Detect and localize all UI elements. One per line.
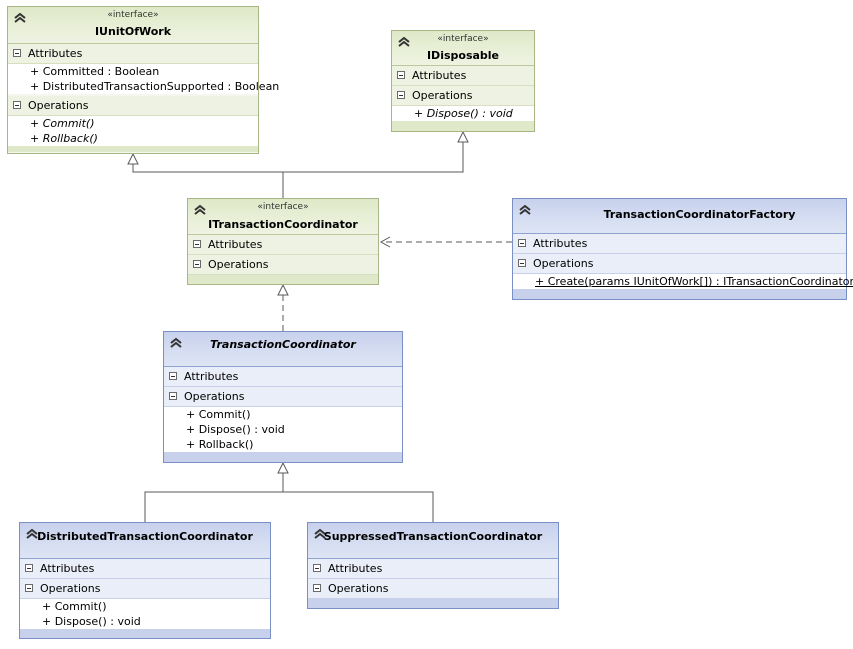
- section-label: Attributes: [184, 370, 239, 383]
- operations-section-header[interactable]: Operations: [308, 579, 558, 599]
- operation-item[interactable]: + Create(params IUnitOfWork[]) : ITransa…: [513, 274, 853, 289]
- class-idisposable[interactable]: «interface» IDisposable Attributes Opera…: [391, 30, 535, 132]
- class-header: TransactionCoordinatorFactory: [513, 199, 846, 234]
- section-label: Operations: [533, 257, 594, 270]
- class-name: TransactionCoordinatorFactory: [603, 208, 796, 221]
- operation-item[interactable]: + Commit(): [20, 599, 270, 614]
- section-label: Attributes: [40, 562, 95, 575]
- minus-box-icon[interactable]: [313, 564, 321, 572]
- class-itransactioncoordinator[interactable]: «interface» ITransactionCoordinator Attr…: [187, 198, 379, 285]
- class-header: TransactionCoordinator: [164, 332, 402, 367]
- double-chevron-up-icon[interactable]: [193, 204, 207, 216]
- double-chevron-up-icon[interactable]: [518, 204, 532, 216]
- attributes-section-header[interactable]: Attributes: [164, 367, 402, 387]
- minus-box-icon[interactable]: [518, 259, 526, 267]
- operations-section-header[interactable]: Operations: [164, 387, 402, 407]
- class-suppressedtransactioncoordinator[interactable]: SuppressedTransactionCoordinator Attribu…: [307, 522, 559, 609]
- stereotype-label: «interface»: [257, 202, 309, 212]
- operations-section-header[interactable]: Operations: [392, 86, 534, 106]
- realization-transactioncoordinator-to-itransactioncoordinator: [277, 283, 289, 331]
- class-name: IUnitOfWork: [94, 25, 172, 38]
- section-label: Operations: [184, 390, 245, 403]
- class-footer: [188, 275, 378, 284]
- class-header: DistributedTransactionCoordinator: [20, 523, 270, 559]
- operations-section-header[interactable]: Operations: [20, 579, 270, 599]
- minus-box-icon[interactable]: [193, 240, 201, 248]
- minus-box-icon[interactable]: [397, 71, 405, 79]
- class-footer: [8, 146, 258, 152]
- class-name: IDisposable: [426, 49, 500, 62]
- minus-box-icon[interactable]: [397, 91, 405, 99]
- class-name: DistributedTransactionCoordinator: [37, 530, 253, 543]
- generalization-itransactioncoordinator-to-interfaces: [127, 130, 469, 198]
- attributes-section-header[interactable]: Attributes: [20, 559, 270, 579]
- attributes-section-header[interactable]: Attributes: [188, 235, 378, 255]
- class-footer: [308, 599, 558, 608]
- minus-box-icon[interactable]: [193, 260, 201, 268]
- section-label: Attributes: [412, 69, 467, 82]
- operations-section-header[interactable]: Operations: [513, 254, 846, 274]
- attribute-item[interactable]: + DistributedTransactionSupported : Bool…: [8, 79, 279, 94]
- minus-box-icon[interactable]: [25, 584, 33, 592]
- generalization-subclasses-to-transactioncoordinator: [144, 461, 434, 522]
- section-label: Operations: [28, 99, 89, 112]
- stereotype-label: «interface»: [107, 10, 159, 20]
- double-chevron-up-icon[interactable]: [313, 528, 327, 540]
- operation-item[interactable]: + Rollback(): [8, 131, 258, 146]
- operation-item[interactable]: + Dispose() : void: [20, 614, 270, 629]
- class-header: SuppressedTransactionCoordinator: [308, 523, 558, 559]
- section-label: Attributes: [533, 237, 588, 250]
- section-label: Attributes: [208, 238, 263, 251]
- class-distributedtransactioncoordinator[interactable]: DistributedTransactionCoordinator Attrib…: [19, 522, 271, 639]
- class-name: TransactionCoordinator: [210, 338, 356, 351]
- section-label: Operations: [208, 258, 269, 271]
- class-transactioncoordinatorfactory[interactable]: TransactionCoordinatorFactory Attributes…: [512, 198, 853, 300]
- double-chevron-up-icon[interactable]: [169, 337, 183, 349]
- operation-item[interactable]: + Dispose() : void: [164, 422, 402, 437]
- double-chevron-up-icon[interactable]: [397, 36, 411, 48]
- operations-section-header[interactable]: Operations: [8, 96, 258, 116]
- attribute-item[interactable]: + Committed : Boolean: [8, 64, 258, 79]
- section-label: Attributes: [328, 562, 383, 575]
- dependency-factory-to-itransactioncoordinator: [379, 236, 512, 248]
- operation-item[interactable]: + Commit(): [8, 116, 258, 131]
- minus-box-icon[interactable]: [313, 584, 321, 592]
- double-chevron-up-icon[interactable]: [25, 528, 39, 540]
- section-label: Attributes: [28, 47, 83, 60]
- class-name: SuppressedTransactionCoordinator: [323, 530, 543, 543]
- attributes-section-header[interactable]: Attributes: [308, 559, 558, 579]
- minus-box-icon[interactable]: [169, 372, 177, 380]
- stereotype-label: «interface»: [437, 34, 489, 44]
- class-footer: [392, 121, 534, 131]
- class-footer: [513, 289, 846, 299]
- section-label: Operations: [412, 89, 473, 102]
- attributes-section-header[interactable]: Attributes: [8, 44, 258, 64]
- section-label: Operations: [328, 582, 389, 595]
- class-header: «interface» ITransactionCoordinator: [188, 199, 378, 235]
- class-header: «interface» IUnitOfWork: [8, 7, 258, 44]
- attributes-section-header[interactable]: Attributes: [513, 234, 846, 254]
- operation-item[interactable]: + Commit(): [164, 407, 402, 422]
- operations-section-header[interactable]: Operations: [188, 255, 378, 275]
- section-label: Operations: [40, 582, 101, 595]
- operation-text: + Create(params IUnitOfWork[]) : ITransa…: [535, 275, 853, 288]
- minus-box-icon[interactable]: [169, 392, 177, 400]
- minus-box-icon[interactable]: [518, 239, 526, 247]
- class-footer: [20, 629, 270, 638]
- class-iunitofwork[interactable]: «interface» IUnitOfWork Attributes + Com…: [7, 6, 279, 154]
- minus-box-icon[interactable]: [25, 564, 33, 572]
- class-name: ITransactionCoordinator: [208, 218, 358, 231]
- minus-box-icon[interactable]: [13, 101, 21, 109]
- class-footer: [164, 452, 402, 462]
- double-chevron-up-icon[interactable]: [13, 12, 27, 24]
- operation-item[interactable]: + Rollback(): [164, 437, 402, 452]
- class-transactioncoordinator[interactable]: TransactionCoordinator Attributes Operat…: [163, 331, 403, 463]
- minus-box-icon[interactable]: [13, 49, 21, 57]
- attributes-section-header[interactable]: Attributes: [392, 66, 534, 86]
- class-header: «interface» IDisposable: [392, 31, 534, 66]
- operation-item[interactable]: + Dispose() : void: [392, 106, 534, 121]
